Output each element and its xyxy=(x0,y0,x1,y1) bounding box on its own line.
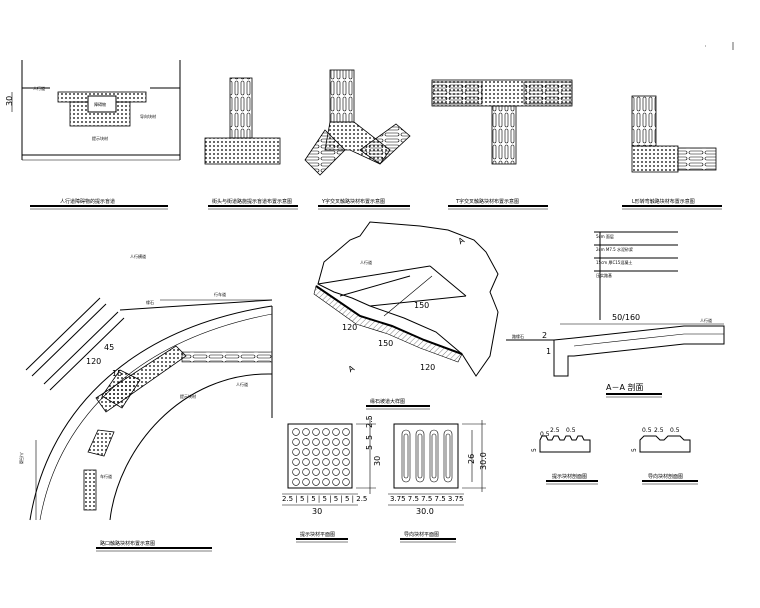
caption-bar-tile-plan: 导向块材平面图 xyxy=(404,531,439,538)
caption-curb-ramp: 缘石坡道大样图 xyxy=(370,398,405,405)
bar-sec-c: 0.5 xyxy=(670,427,680,434)
corner-dim-45: 45 xyxy=(104,343,114,352)
layer-3: 15cm 厚C15混凝土 xyxy=(596,259,632,265)
aa-section-diagram: 5cm 面层 2cm M7.5 水泥砂浆 15cm 厚C15混凝土 压实路基 5… xyxy=(506,231,725,398)
sidewalk-obstacle-diagram: 30 人行道 障碍物 导向块材 提示块材 人行道障碍物的提示盲道 xyxy=(5,60,181,210)
layer-1: 5cm 面层 xyxy=(596,233,614,239)
l-turn-diagram: L形转弯触路块材布置示意图 xyxy=(622,95,722,210)
caption-corner: 路口触路块材布置示意图 xyxy=(100,540,155,547)
dot-sec-c: 0.5 xyxy=(566,427,576,434)
dot-dim-width: 30 xyxy=(312,507,322,516)
bar-tile-plan: 26 30.0 3.75 7.5 7.5 7.5 3.75 30.0 导向块材平… xyxy=(388,420,488,543)
section-dim-2: 2 xyxy=(542,331,547,340)
bar-dim-width: 30.0 xyxy=(416,507,434,516)
dot-dim-total: 30 xyxy=(373,456,382,466)
corner-dim-120: 120 xyxy=(86,357,101,366)
bar-sec-a: 0.5 xyxy=(642,427,652,434)
crossing-diagram: 街头与街道路施提示盲道布置示意图 xyxy=(204,77,298,210)
layer-4: 压实路基 xyxy=(596,272,612,278)
ramp-sidewalk: 人行道 xyxy=(360,259,372,265)
dot-dim-a: 5 xyxy=(365,435,374,440)
dot-dim-bottom: 2.5 | 5 | 5 | 5 | 5 | 5 | 2.5 xyxy=(282,495,367,503)
caption-dot-tile-section: 提示块材剖面图 xyxy=(552,473,587,480)
section-road: 路缘石 xyxy=(512,333,524,339)
caption-crossing: 街头与街道路施提示盲道布置示意图 xyxy=(212,198,292,205)
dot-dim-b: 5 xyxy=(365,445,374,450)
dot-tile-section: 0.5 2.5 0.5 5 提示块材剖面图 xyxy=(531,427,598,485)
caption-sidewalk: 人行道障碍物的提示盲道 xyxy=(60,198,115,205)
section-50-160: 50/160 xyxy=(612,313,640,322)
caption-dot-tile-plan: 提示块材平面图 xyxy=(300,531,335,538)
dot-sec-a: 0.5 xyxy=(540,431,550,438)
corner-label-e: 提示块材 xyxy=(180,393,196,399)
y-cross-diagram: Y字交叉触路块材布置示意图 xyxy=(304,69,411,210)
t-cross-diagram: T字交叉触路块材布置示意图 xyxy=(431,79,573,210)
bar-dim-b: 30.0 xyxy=(479,452,488,470)
dot-sec-b: 2.5 xyxy=(550,427,560,434)
ramp-dim-120b: 120 xyxy=(420,363,435,372)
dot-grid xyxy=(292,428,350,486)
section-dim-1: 1 xyxy=(546,347,551,356)
sidewalk-label-b: 障碍物 xyxy=(94,101,106,107)
bar-tile-section: 0.5 2.5 0.5 5 导向块材剖面图 xyxy=(631,427,698,485)
ramp-dim-120a: 120 xyxy=(342,323,357,332)
dot-tile-plan: 2.5 5 5 30 2.5 | 5 | 5 | 5 | 5 | 5 | 2.5… xyxy=(282,415,382,543)
dot-dim-top: 2.5 xyxy=(365,415,374,428)
corner-label-b: 缘石 xyxy=(146,299,154,305)
curb-ramp-diagram: 150 150 120 120 A A 人行道 缘石坡道大样图 xyxy=(313,221,499,410)
caption-l-turn: L形转弯触路块材布置示意图 xyxy=(632,198,695,205)
sidewalk-label-a: 人行道 xyxy=(33,85,45,91)
corner-sidewalk: 人行横道 xyxy=(130,253,146,259)
dot-sec-d: 5 xyxy=(531,448,538,452)
caption-y-cross: Y字交叉触路块材布置示意图 xyxy=(321,198,385,205)
bar-dim-a: 26 xyxy=(467,454,476,464)
bar-sec-b: 2.5 xyxy=(654,427,664,434)
layer-2: 2cm M7.5 水泥砂浆 xyxy=(596,246,633,252)
section-sidewalk: 人行道 xyxy=(700,317,712,323)
caption-bar-tile-section: 导向块材剖面图 xyxy=(648,473,683,480)
sidewalk-label-c: 导向块材 xyxy=(140,113,156,119)
ramp-a1: A xyxy=(457,235,467,246)
corner-label-f: 车行道 xyxy=(100,473,112,479)
road-corner-diagram: 人行横道 缘石 行车道 人行道 提示块材 车行道 人行道 120 45 15 路… xyxy=(19,253,273,552)
bar-dim-bottom: 3.75 7.5 7.5 7.5 3.75 xyxy=(390,495,463,503)
caption-aa-section: A－A 剖面 xyxy=(606,382,644,392)
corner-label-d: 人行道 xyxy=(236,381,248,387)
ramp-dim-150b: 150 xyxy=(378,339,393,348)
sidewalk-dim: 30 xyxy=(5,96,14,106)
caption-t-cross: T字交叉触路块材布置示意图 xyxy=(455,198,519,205)
corner-marks xyxy=(705,42,734,50)
ramp-a2: A xyxy=(347,363,357,374)
sidewalk-label-d: 提示块材 xyxy=(92,135,108,141)
bar-sec-d: 5 xyxy=(631,448,638,452)
corner-label-c: 行车道 xyxy=(214,291,226,297)
ramp-dim-150a: 150 xyxy=(414,301,429,310)
corner-label-a: 人行道 xyxy=(19,452,25,464)
corner-dim-15: 15 xyxy=(112,369,122,378)
